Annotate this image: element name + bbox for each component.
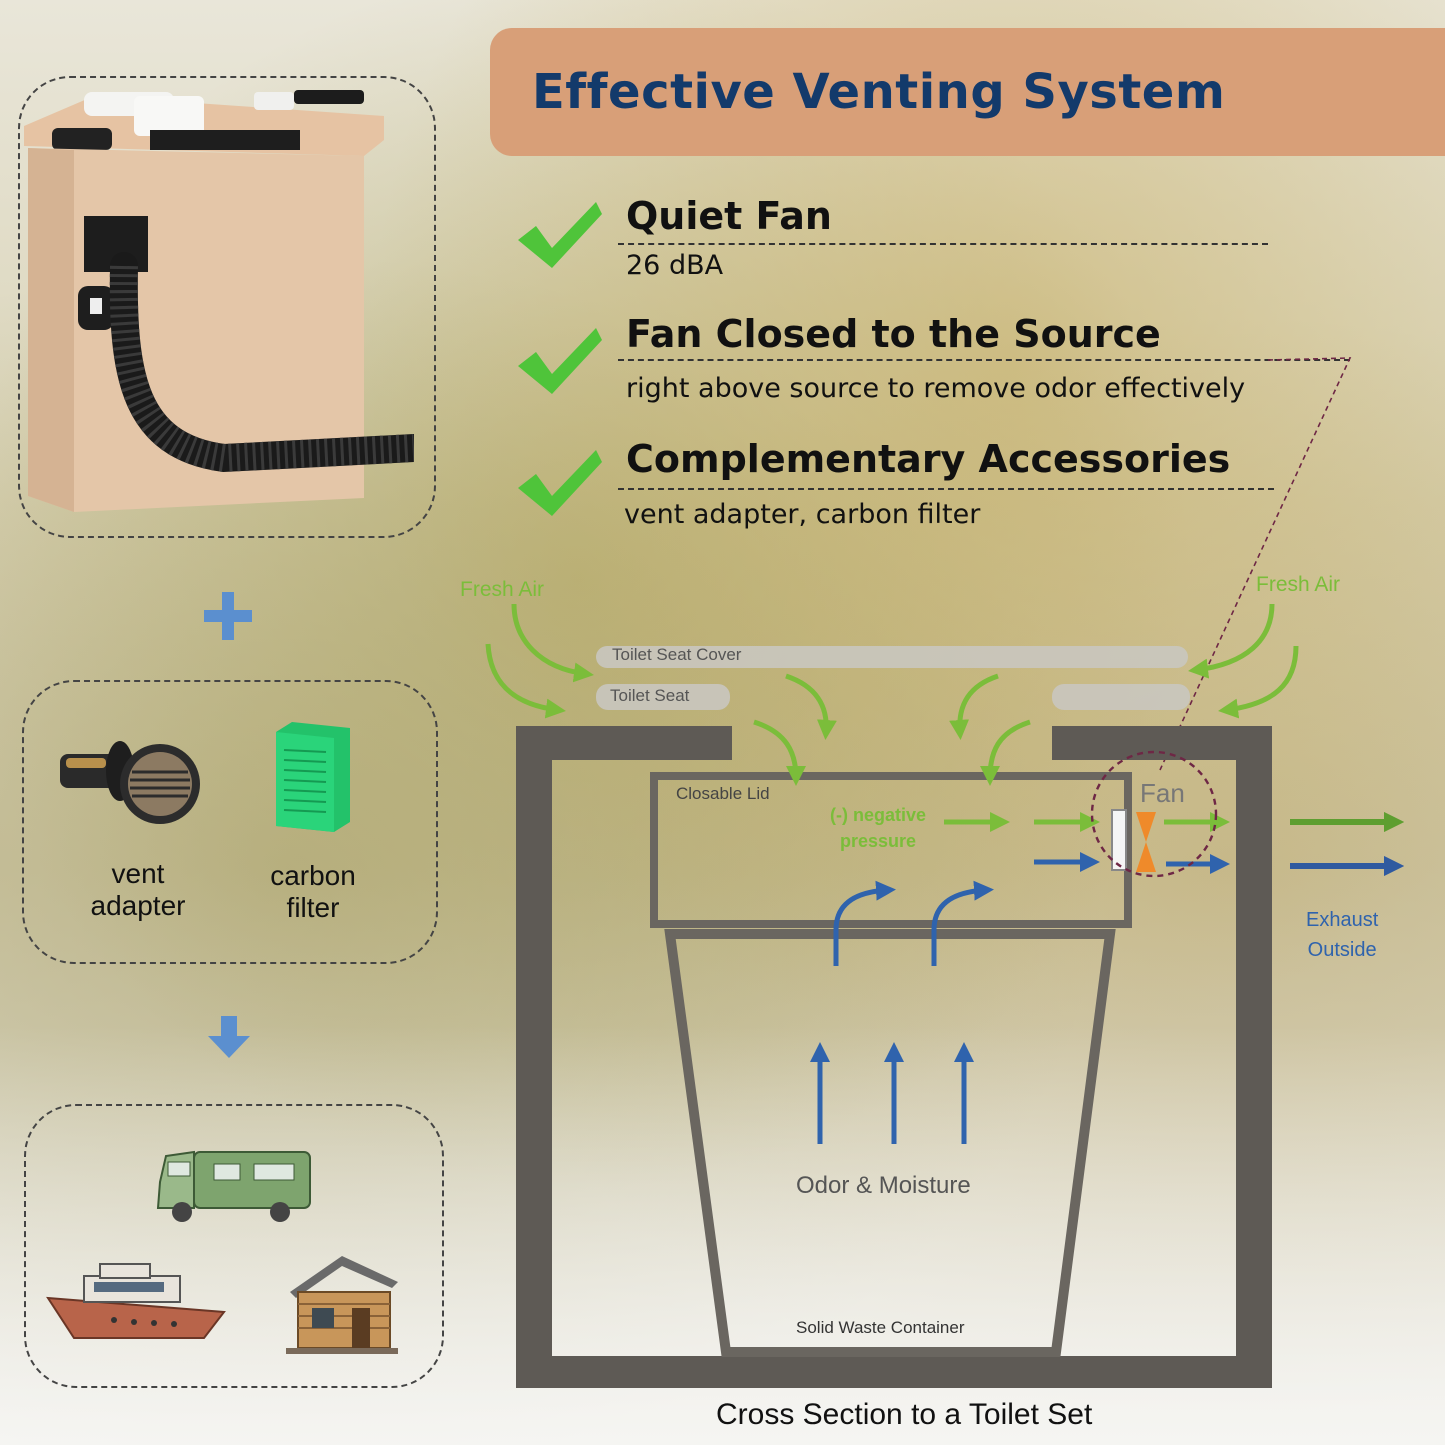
closable-lid-label: Closable Lid [676, 784, 770, 803]
tiny-house-icon [282, 1252, 402, 1360]
cross-section-diagram: Fresh Air Fresh Air Toilet Seat Cover To… [450, 560, 1445, 1400]
carbon-filter-image [272, 722, 354, 836]
toilet-product-image [24, 86, 428, 516]
rv-icon [154, 1142, 314, 1230]
check-icon [514, 196, 604, 276]
feature-subtitle-accessories: vent adapter, carbon filter [624, 499, 981, 530]
fresh-air-left-label: Fresh Air [460, 578, 545, 601]
divider [618, 359, 1350, 361]
odor-moisture-label: Odor & Moisture [796, 1172, 971, 1199]
vent-adapter-image [56, 736, 201, 835]
feature-subtitle-fan-closed: right above source to remove odor effect… [626, 373, 1246, 404]
feature-title-accessories: Complementary Accessories [626, 437, 1231, 481]
feature-subtitle-quiet-fan: 26 dBA [626, 250, 724, 281]
feature-title-fan-closed: Fan Closed to the Source [626, 312, 1161, 356]
toilet-photo-panel [18, 76, 436, 538]
feature-title-quiet-fan: Quiet Fan [626, 194, 832, 238]
page-title: Effective Venting System [532, 64, 1226, 120]
exhaust-outside-label: Exhaust Outside [1306, 909, 1379, 961]
fan-label: Fan [1140, 778, 1185, 808]
applications-panel [24, 1104, 444, 1388]
header-banner [490, 28, 1445, 156]
check-icon [514, 322, 604, 402]
accessories-panel [22, 680, 438, 964]
toilet-seat-label: Toilet Seat [610, 686, 690, 705]
carbon-filter-label: carbon filter [270, 860, 356, 923]
toilet-seat-cover-label: Toilet Seat Cover [612, 645, 742, 664]
plus-icon [204, 592, 252, 644]
fresh-air-right-label: Fresh Air [1256, 573, 1341, 596]
vent-adapter-label: vent adapter [90, 858, 186, 921]
down-arrow-icon [208, 1016, 250, 1062]
boat-icon [44, 1258, 230, 1348]
diagram-caption: Cross Section to a Toilet Set [716, 1398, 1093, 1431]
divider [618, 243, 1268, 245]
divider [618, 488, 1274, 490]
solid-waste-container-label: Solid Waste Container [796, 1318, 965, 1337]
negative-pressure-label: (-) negative pressure [830, 805, 927, 851]
check-icon [514, 444, 604, 524]
